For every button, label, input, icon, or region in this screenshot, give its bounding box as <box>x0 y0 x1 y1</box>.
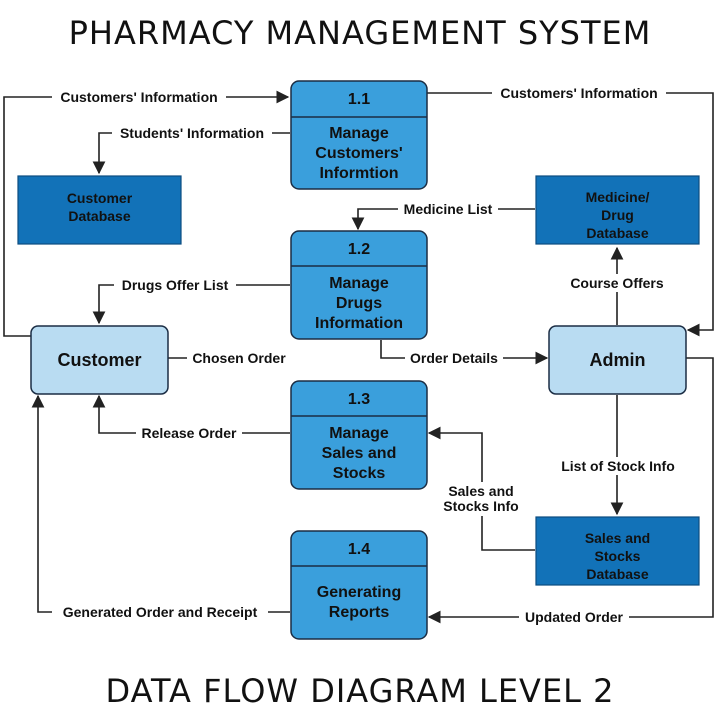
store-label-line: Drug <box>601 207 634 223</box>
flow-label-customers-info-left: Customers' Information <box>60 89 217 105</box>
store-label-line: Database <box>586 566 648 582</box>
process-1-2: 1.2 Manage Drugs Information <box>290 230 428 340</box>
process-label-line: Generating <box>317 584 401 601</box>
flow-label-sales-stocks-info-line: Stocks Info <box>443 498 518 514</box>
process-number: 1.3 <box>348 391 370 408</box>
data-store-medicine-drug-database: Medicine/ Drug Database <box>535 175 700 245</box>
process-1-1: 1.1 Manage Customers' Informtion <box>290 80 428 190</box>
process-number: 1.4 <box>348 541 370 558</box>
flow-label-sales-stocks-info-line: Sales and <box>448 483 513 499</box>
process-number: 1.1 <box>348 91 370 108</box>
flow-label-list-of-stock-info: List of Stock Info <box>561 458 675 474</box>
flow-label-customers-info-right: Customers' Information <box>500 85 657 101</box>
flow-label-updated-order: Updated Order <box>525 609 624 625</box>
flow-label-generated-order: Generated Order and Receipt <box>63 604 258 620</box>
store-label-line: Database <box>586 225 648 241</box>
store-label-line: Database <box>68 208 130 224</box>
process-number: 1.2 <box>348 241 370 258</box>
process-label-line: Manage <box>329 125 389 142</box>
data-store-customer-database: Customer Database <box>17 175 182 245</box>
store-label-line: Customer <box>67 190 133 206</box>
process-label-line: Sales and <box>322 445 397 462</box>
entity-label: Admin <box>590 350 646 370</box>
process-label-line: Reports <box>329 604 390 621</box>
flow-labels: Customers' Information Students' Informa… <box>52 84 682 626</box>
process-label-line: Drugs <box>336 295 382 312</box>
page-title: PHARMACY MANAGEMENT SYSTEM <box>68 14 652 52</box>
entity-customer: Customer <box>30 325 169 395</box>
store-label-line: Sales and <box>585 530 650 546</box>
flow-label-order-details: Order Details <box>410 350 498 366</box>
process-label-line: Manage <box>329 425 389 442</box>
process-label-line: Customers' <box>315 145 402 162</box>
data-store-sales-stocks-database: Sales and Stocks Database <box>535 516 700 586</box>
flow-label-students-info: Students' Information <box>120 125 264 141</box>
process-label-line: Stocks <box>333 465 386 482</box>
flow-label-drugs-offer-list: Drugs Offer List <box>122 277 229 293</box>
flow-label-release-order: Release Order <box>142 425 237 441</box>
flow-label-medicine-list: Medicine List <box>404 201 493 217</box>
diagram-subtitle: DATA FLOW DIAGRAM LEVEL 2 <box>105 672 615 710</box>
entity-admin: Admin <box>548 325 687 395</box>
store-label-line: Medicine/ <box>586 189 650 205</box>
process-label-line: Informtion <box>319 165 398 182</box>
process-label-line: Information <box>315 315 403 332</box>
entity-label: Customer <box>57 350 141 370</box>
process-1-4: 1.4 Generating Reports <box>290 530 428 640</box>
process-label-line: Manage <box>329 275 389 292</box>
flow-label-chosen-order: Chosen Order <box>192 350 286 366</box>
flow-label-course-offers: Course Offers <box>570 275 664 291</box>
store-label-line: Stocks <box>595 548 641 564</box>
process-1-3: 1.3 Manage Sales and Stocks <box>290 380 428 490</box>
